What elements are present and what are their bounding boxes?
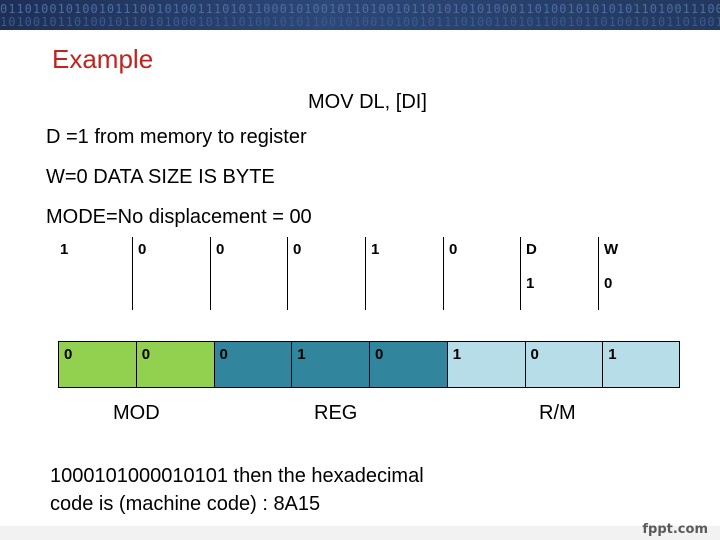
direction-bit-cell: D 1: [521, 237, 599, 310]
footer-logo: fppt.com: [642, 522, 708, 537]
bit-value: 0: [530, 346, 539, 363]
machine-code-result: 1000101000010101 then the hexadecimal co…: [50, 462, 424, 518]
mod-bit-cell: 0: [58, 341, 137, 388]
width-bit-note: W=0 DATA SIZE IS BYTE: [46, 166, 275, 188]
bit-value: 1: [297, 346, 306, 363]
opcode-bit-cell: 0: [133, 237, 211, 310]
reg-field-label: REG: [314, 402, 358, 424]
slide-content-panel: [10, 30, 710, 526]
footer-bar: [0, 526, 720, 540]
modrm-bit-table: 0 0 0 1 0 1 0 1: [58, 341, 680, 388]
mod-field-label: MOD: [113, 402, 160, 424]
machine-code-binary-line: 1000101000010101 then the hexadecimal: [50, 465, 424, 487]
mode-note: MODE=No displacement = 00: [46, 206, 312, 228]
width-bit-value: 0: [604, 275, 613, 292]
machine-code-hex-line: code is (machine code) : 8A15: [50, 493, 321, 515]
header-banner: 0110100101001011100101001110101100010100…: [0, 0, 720, 30]
opcode-bit-value: 1: [371, 241, 380, 258]
banner-binary-code: 1010010110100101101010001011101001010110…: [0, 15, 720, 29]
reg-bit-cell: 1: [291, 341, 370, 388]
mod-bit-cell: 0: [135, 341, 215, 388]
opcode-bit-cell: 0: [444, 237, 521, 310]
rm-field-label: R/M: [539, 402, 576, 424]
bit-value: 1: [452, 346, 462, 363]
opcode-bit-value: 0: [293, 241, 302, 258]
reg-bit-cell: 0: [369, 341, 448, 388]
opcode-bit-value: 0: [138, 241, 147, 258]
opcode-bit-cell: 1: [366, 237, 444, 310]
width-bit-cell: W 0: [599, 237, 677, 310]
bit-value: 0: [375, 346, 384, 363]
bit-value: 0: [64, 346, 73, 363]
direction-bit-value: 1: [526, 275, 535, 292]
opcode-bit-table: 1 0 0 0 1 0 D 1 W 0: [55, 237, 677, 310]
bit-value: 0: [141, 346, 151, 363]
reg-bit-cell: 0: [213, 341, 293, 388]
rm-bit-cell: 1: [446, 341, 526, 388]
slide-title: Example: [52, 44, 154, 74]
opcode-bit-value: 0: [449, 241, 458, 258]
bit-value: 1: [608, 346, 617, 363]
opcode-bit-value: 0: [216, 241, 225, 258]
instruction-text: MOV DL, [DI]: [308, 91, 427, 113]
direction-bit-note: D =1 from memory to register: [46, 126, 307, 148]
opcode-bit-cell: 0: [211, 237, 288, 310]
opcode-bit-value: 1: [60, 241, 69, 258]
rm-bit-cell: 0: [524, 341, 604, 388]
opcode-bit-cell: 0: [288, 237, 366, 310]
bit-value: 0: [219, 346, 228, 363]
width-bit-label: W: [604, 241, 619, 258]
opcode-bit-cell: 1: [55, 237, 133, 310]
rm-bit-cell: 1: [602, 341, 680, 388]
banner-binary-code: 0110100101001011100101001110101100010100…: [0, 2, 720, 16]
direction-bit-label: D: [526, 241, 537, 258]
